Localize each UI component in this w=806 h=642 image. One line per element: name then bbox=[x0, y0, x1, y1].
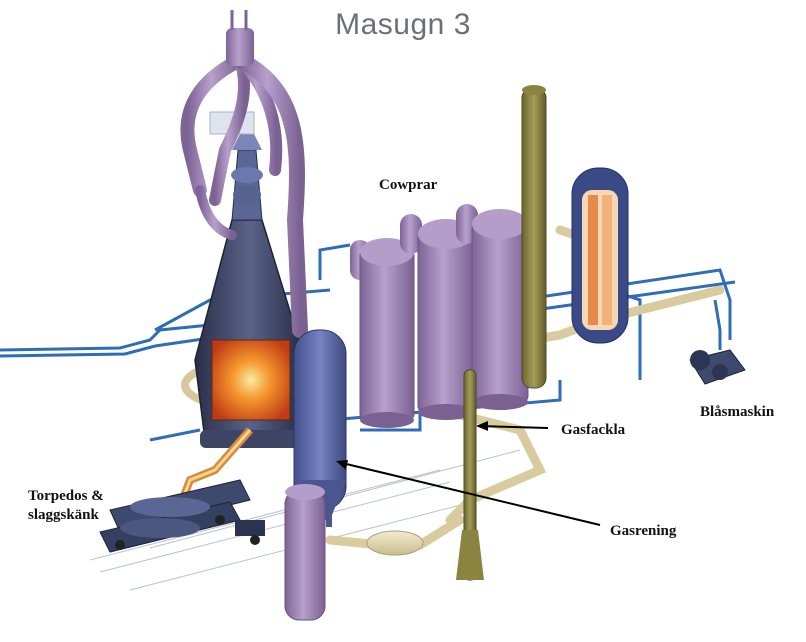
label-cowprar: Cowprar bbox=[379, 177, 438, 193]
furnace-top-offtake bbox=[226, 28, 254, 66]
cowper-stoves bbox=[350, 204, 529, 428]
label-blasmaskin: Blåsmaskin bbox=[700, 404, 775, 420]
arrowhead-gasrening bbox=[336, 460, 348, 470]
cutaway-stove bbox=[571, 167, 629, 344]
blast-furnace bbox=[194, 111, 310, 448]
dust-catcher bbox=[284, 329, 347, 621]
label-torpedos-line1: Torpedos & bbox=[28, 488, 104, 504]
page-title: Masugn 3 bbox=[335, 8, 471, 41]
torpedo-cars bbox=[99, 427, 265, 553]
callout-lines bbox=[337, 425, 601, 526]
label-gasrening: Gasrening bbox=[610, 523, 677, 539]
chimney-stack bbox=[521, 85, 547, 389]
arrowhead-gasfackla bbox=[476, 421, 488, 431]
label-gasfackla: Gasfackla bbox=[561, 422, 626, 438]
blowing-engine bbox=[689, 299, 746, 385]
label-torpedos-line2: slaggskänk bbox=[28, 507, 99, 523]
gas-flare bbox=[456, 369, 484, 581]
gas-uptake-pipes bbox=[180, 52, 308, 338]
